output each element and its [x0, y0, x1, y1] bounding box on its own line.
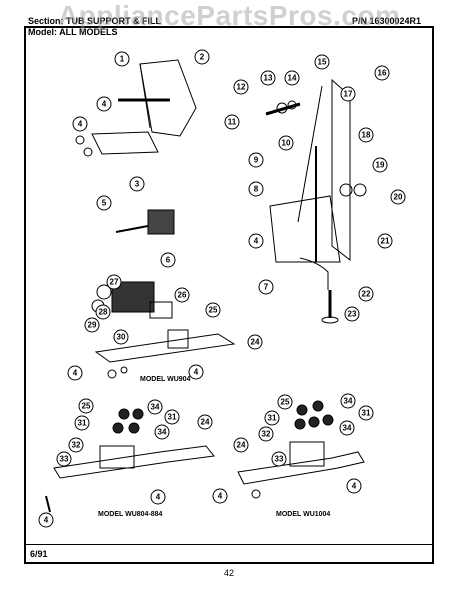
callout-1: 1 [120, 55, 125, 64]
callout-5: 5 [102, 199, 107, 208]
shield-plate-3 [91, 131, 159, 155]
revision-date: 6/91 [30, 549, 48, 559]
callout-31: 31 [362, 409, 371, 418]
callout-30: 30 [117, 333, 126, 342]
bracket-plate [139, 59, 197, 137]
callout-32: 32 [72, 441, 81, 450]
rod-15 [297, 85, 323, 223]
callout-25: 25 [209, 306, 218, 315]
part-number: P/N 16300024R1 [352, 16, 422, 26]
callout-29: 29 [88, 321, 97, 330]
callout-27: 27 [110, 278, 119, 287]
rail-24-wu804 [53, 445, 215, 479]
callout-31: 31 [78, 419, 87, 428]
callout-13: 13 [264, 74, 273, 83]
gear-27 [96, 284, 112, 300]
knobs-wu804 [112, 408, 144, 434]
callout-25: 25 [281, 398, 290, 407]
footer-divider [24, 544, 434, 545]
callout-34: 34 [344, 397, 353, 406]
callout-24: 24 [237, 441, 246, 450]
callout-25: 25 [82, 402, 91, 411]
label-26 [149, 301, 173, 319]
callout-2: 2 [200, 53, 205, 62]
valve-6 [147, 209, 175, 235]
callout-24: 24 [251, 338, 260, 347]
callout-23: 23 [348, 310, 357, 319]
nut-19 [339, 183, 353, 197]
callout-12: 12 [237, 83, 246, 92]
panel-32-wu804 [99, 445, 135, 469]
callout-34: 34 [151, 403, 160, 412]
callout-18: 18 [362, 131, 371, 140]
callout-32: 32 [262, 430, 271, 439]
callout-24: 24 [201, 418, 210, 427]
support-bar-18 [331, 78, 351, 262]
callout-34: 34 [158, 428, 167, 437]
callout-4: 4 [352, 482, 357, 491]
watermark: AppliancePartsPros.com [58, 0, 401, 31]
callout-34: 34 [343, 424, 352, 433]
callout-16: 16 [378, 69, 387, 78]
callout-4: 4 [73, 369, 78, 378]
bracket-30 [167, 329, 189, 349]
callout-21: 21 [381, 237, 390, 246]
callout-19: 19 [376, 161, 385, 170]
callout-28: 28 [99, 308, 108, 317]
callout-9: 9 [254, 156, 259, 165]
callout-11: 11 [228, 118, 237, 127]
callout-33: 33 [275, 455, 284, 464]
diagram-frame [24, 26, 434, 564]
model-label-wu1004: MODEL WU1004 [276, 511, 330, 518]
callout-4: 4 [218, 492, 223, 501]
stud-11 [265, 102, 301, 116]
panel-32-wu1004 [289, 441, 325, 467]
callout-31: 31 [168, 413, 177, 422]
rail-24-wu1004 [237, 451, 365, 485]
page-number: 42 [223, 568, 234, 578]
callout-33: 33 [60, 455, 69, 464]
rail-24-wu904 [94, 333, 236, 363]
callout-14: 14 [288, 74, 297, 83]
callout-8: 8 [254, 185, 259, 194]
callout-10: 10 [282, 139, 291, 148]
callout-4: 4 [156, 493, 161, 502]
callout-3: 3 [135, 180, 140, 189]
section-title: Section: TUB SUPPORT & FILL [28, 16, 162, 26]
callout-26: 26 [178, 291, 187, 300]
callout-15: 15 [318, 58, 327, 67]
callout-4: 4 [102, 100, 107, 109]
model-label-wu904: MODEL WU904 [140, 376, 191, 383]
callout-4: 4 [44, 516, 49, 525]
callout-17: 17 [344, 90, 353, 99]
screw-4a [75, 135, 85, 145]
hose-7 [299, 257, 329, 290]
model-title: Model: ALL MODELS [28, 27, 118, 37]
callout-22: 22 [362, 290, 371, 299]
callout-7: 7 [264, 283, 269, 292]
callout-31: 31 [268, 414, 277, 423]
callout-20: 20 [394, 193, 403, 202]
rod-5 [115, 225, 149, 233]
callout-4: 4 [254, 237, 259, 246]
callout-4: 4 [194, 368, 199, 377]
model-label-wu804: MODEL WU804-884 [98, 511, 163, 518]
knobs-wu1004 [294, 400, 334, 430]
bracket-lower [269, 195, 341, 263]
callout-4: 4 [78, 120, 83, 129]
callout-6: 6 [166, 256, 171, 265]
